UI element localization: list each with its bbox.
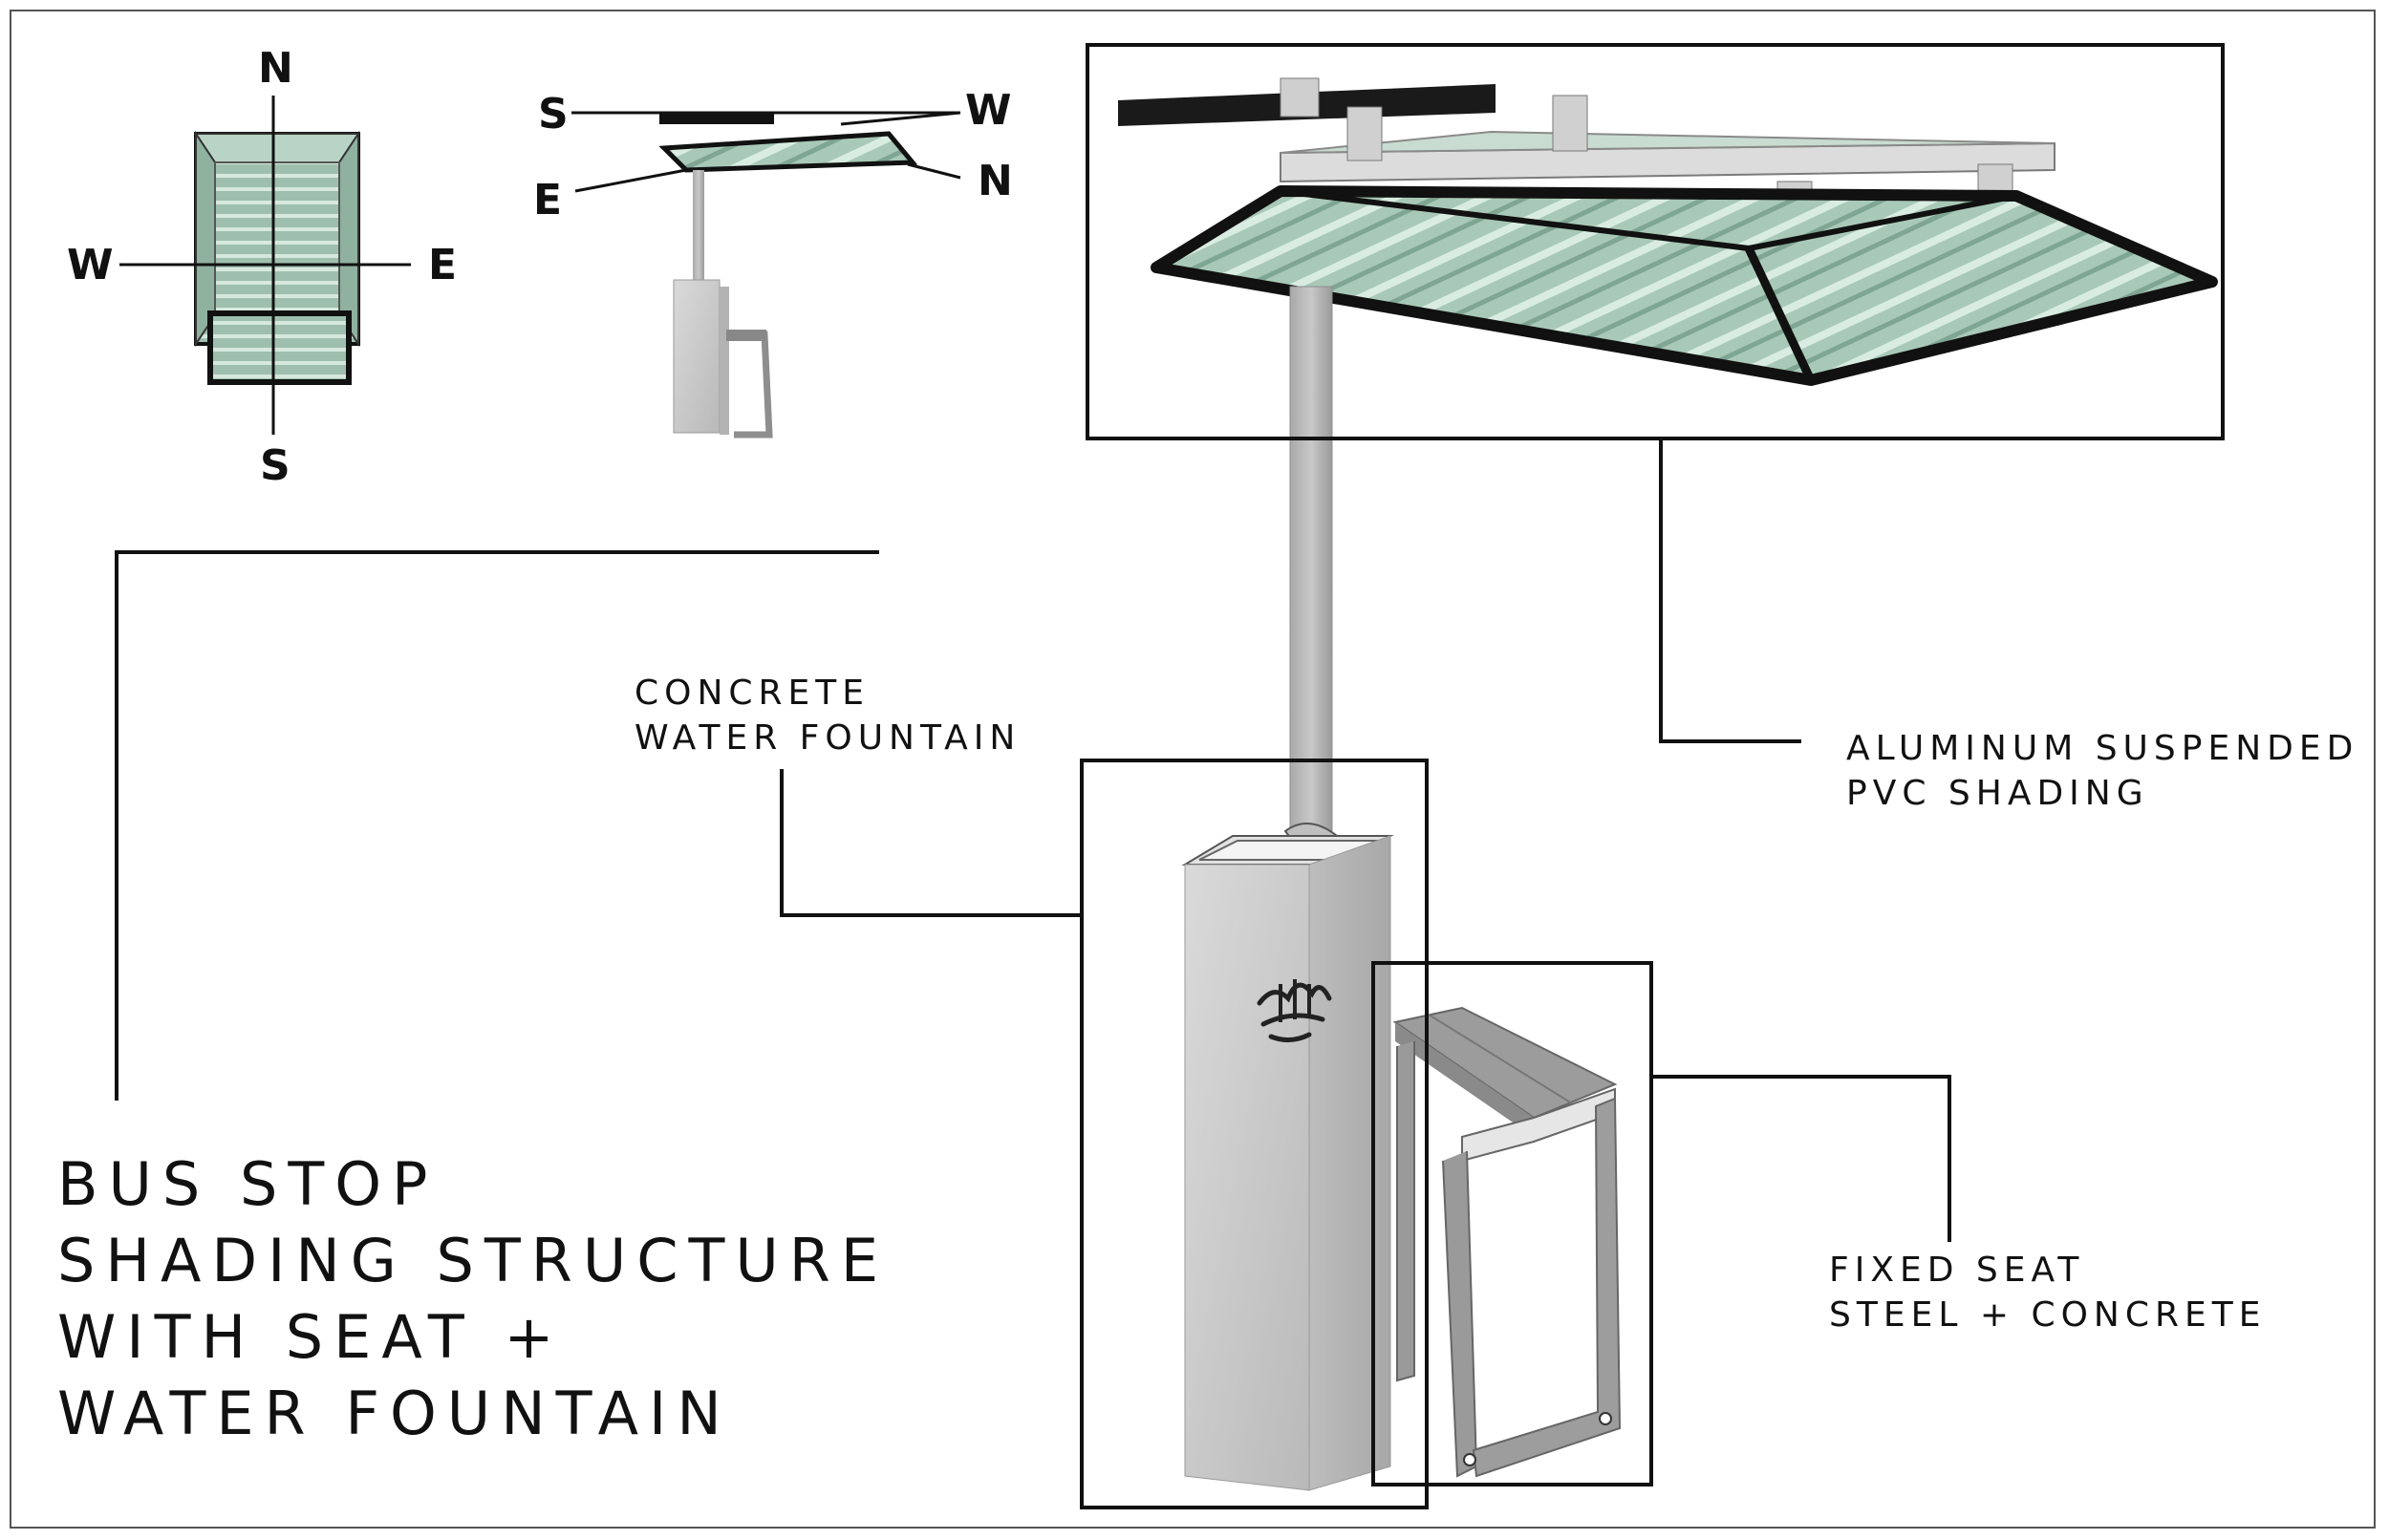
fountain-label-line-1: CONCRETE — [635, 674, 871, 713]
seat-callout-box — [1371, 961, 1653, 1487]
title-bracket — [115, 550, 879, 1101]
support-pole — [1289, 286, 1333, 832]
main-canopy — [1118, 77, 2218, 386]
plan-view — [119, 96, 411, 435]
title-line-4: WATER FOUNTAIN — [57, 1379, 732, 1448]
sheet-border — [10, 10, 2376, 1529]
fixed-seat — [1392, 1006, 1622, 1478]
shading-leader — [1659, 438, 1801, 743]
iso-thumbnail — [571, 111, 961, 438]
fountain-label-line-2: WATER FOUNTAIN — [635, 718, 1022, 758]
plan-compass-east: E — [428, 241, 458, 289]
shading-label-line-1: ALUMINUM SUSPENDED — [1846, 729, 2359, 768]
seat-label-line-1: FIXED SEAT — [1829, 1251, 2085, 1290]
seat-label-line-2: STEEL + CONCRETE — [1829, 1295, 2267, 1335]
fountain-column — [1181, 835, 1394, 1491]
fountain-callout-label: CONCRETE WATER FOUNTAIN — [635, 671, 1021, 760]
seat-leader — [1651, 1075, 1951, 1242]
plan-compass-north: N — [258, 44, 293, 93]
plan-roof-plate — [207, 310, 352, 385]
title-line-2: SHADING STRUCTURE — [57, 1226, 890, 1295]
seat-leg-back — [1396, 1041, 1415, 1382]
fountain-leader — [780, 769, 1082, 917]
shading-callout-box — [1086, 43, 2225, 440]
calligraphy-emblem — [1257, 979, 1332, 1042]
fountain-callout-box — [1080, 759, 1429, 1509]
iso-compass-south: S — [538, 90, 569, 139]
iso-compass-east: E — [533, 176, 563, 225]
plan-compass-south: S — [260, 441, 291, 490]
seat-callout-label: FIXED SEAT STEEL + CONCRETE — [1829, 1248, 2266, 1337]
seat-frame-side — [1472, 1097, 1622, 1478]
iso-compass-north: N — [978, 157, 1013, 205]
shading-callout-label: ALUMINUM SUSPENDED PVC SHADING — [1846, 726, 2358, 816]
shading-label-line-2: PVC SHADING — [1846, 774, 2149, 813]
iso-compass-west: W — [965, 86, 1012, 135]
title-line-1: BUS STOP — [57, 1149, 439, 1219]
plan-compass-west: W — [67, 241, 114, 289]
title-line-3: WITH SEAT + — [57, 1302, 565, 1372]
seat-leg-front — [1442, 1150, 1478, 1478]
drawing-title: BUS STOP SHADING STRUCTURE WITH SEAT + W… — [57, 1146, 889, 1452]
